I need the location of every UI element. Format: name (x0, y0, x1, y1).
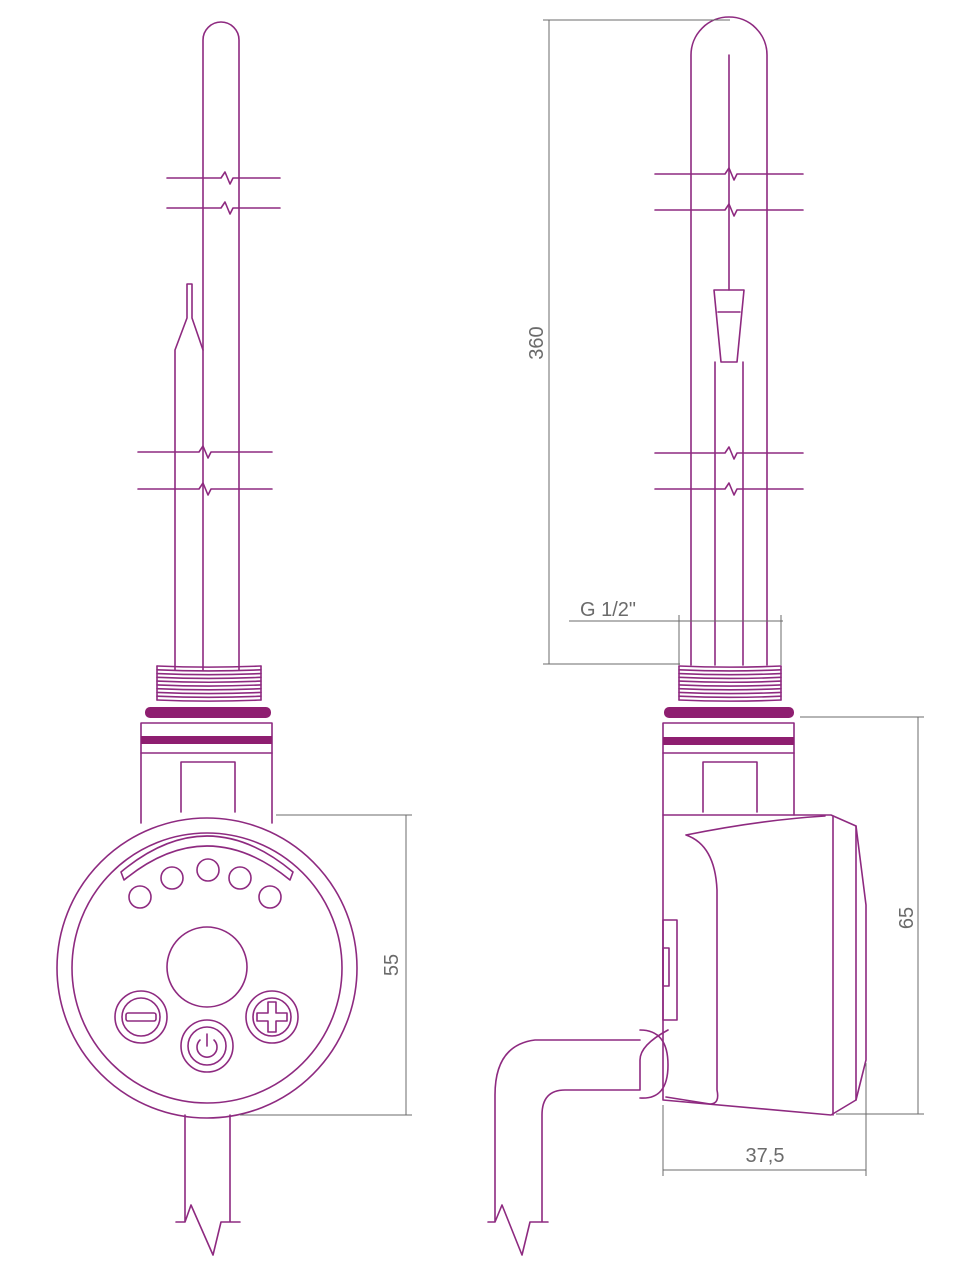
dimension-65: 65 (800, 716, 924, 1115)
front-head-outer (56, 817, 358, 1119)
thread-ridge (678, 672, 782, 676)
thread-ridge (156, 668, 262, 672)
side-break-line-1 (654, 167, 804, 181)
front-break-line-2 (166, 201, 281, 215)
indicator-led-5 (258, 885, 282, 909)
side-thread (678, 665, 782, 702)
thread-ridge (678, 684, 782, 687)
thread-outline (156, 665, 262, 701)
minus-button-icon[interactable] (114, 990, 168, 1044)
front-head-inner (71, 832, 343, 1104)
thread-ridge (678, 695, 782, 699)
front-gasket (145, 707, 271, 718)
side-housing (662, 814, 867, 1116)
thread-ridge (156, 680, 262, 684)
indicator-led-3 (196, 858, 220, 882)
front-neck (140, 752, 273, 824)
side-housing-swoosh (665, 815, 826, 1105)
side-neck (662, 752, 795, 816)
indicator-arc (120, 835, 294, 881)
side-probe (713, 289, 745, 363)
front-inner-tube (174, 283, 204, 671)
front-rod (202, 21, 240, 671)
dimension-thread-size: G 1/2" (580, 599, 636, 621)
thread-ridge (156, 691, 262, 695)
front-break-line-3 (137, 445, 273, 459)
dimension-head-diameter: 55 (381, 954, 403, 976)
front-view: 55 (56, 21, 412, 1256)
side-cable (487, 1029, 669, 1256)
side-nut-band (663, 737, 794, 745)
side-view: 360 G 1/2" 65 37,5 (487, 16, 924, 1256)
thread-ridge (678, 680, 782, 684)
front-break-line-4 (137, 482, 273, 496)
side-rod (690, 16, 768, 666)
thread-ridge (156, 687, 262, 691)
indicator-led-1 (128, 885, 152, 909)
front-cable (175, 1114, 241, 1256)
front-nut-band (141, 736, 272, 744)
dimension-55: 55 (240, 814, 412, 1116)
thread-ridge (678, 668, 782, 672)
thread-ridge (156, 684, 262, 687)
thread-ridge (156, 699, 262, 702)
plus-button-icon[interactable] (245, 990, 299, 1044)
dimension-body-height: 65 (896, 907, 918, 929)
side-housing-edge (832, 815, 857, 1116)
thread-outline (678, 665, 782, 701)
thread-ridge (678, 665, 782, 668)
side-button-inner (662, 947, 670, 987)
thread-ridge (156, 676, 262, 680)
thread-ridge (678, 691, 782, 695)
dimension-37-5: 37,5 (662, 1063, 867, 1176)
side-button (662, 919, 678, 1021)
front-thread (156, 665, 262, 702)
thread-ridge (678, 687, 782, 691)
indicator-led-4 (228, 866, 252, 890)
side-cable-grommet (639, 1029, 669, 1099)
thread-ridge (156, 672, 262, 676)
indicator-led-2 (160, 866, 184, 890)
thread-ridge (678, 676, 782, 680)
front-break-line-1 (166, 171, 281, 185)
side-break-line-3 (654, 446, 804, 460)
dimension-length: 360 (526, 326, 548, 359)
dimension-body-depth: 37,5 (746, 1145, 785, 1167)
dimension-360: 360 (526, 19, 730, 665)
display-window (166, 926, 248, 1008)
dimension-thread: G 1/2" (569, 599, 783, 665)
side-gasket (664, 707, 794, 718)
side-break-line-4 (654, 482, 804, 496)
thread-ridge (156, 695, 262, 699)
thread-ridge (678, 699, 782, 702)
thread-ridge (156, 665, 262, 668)
power-button-icon[interactable] (180, 1019, 234, 1073)
side-break-line-2 (654, 203, 804, 217)
